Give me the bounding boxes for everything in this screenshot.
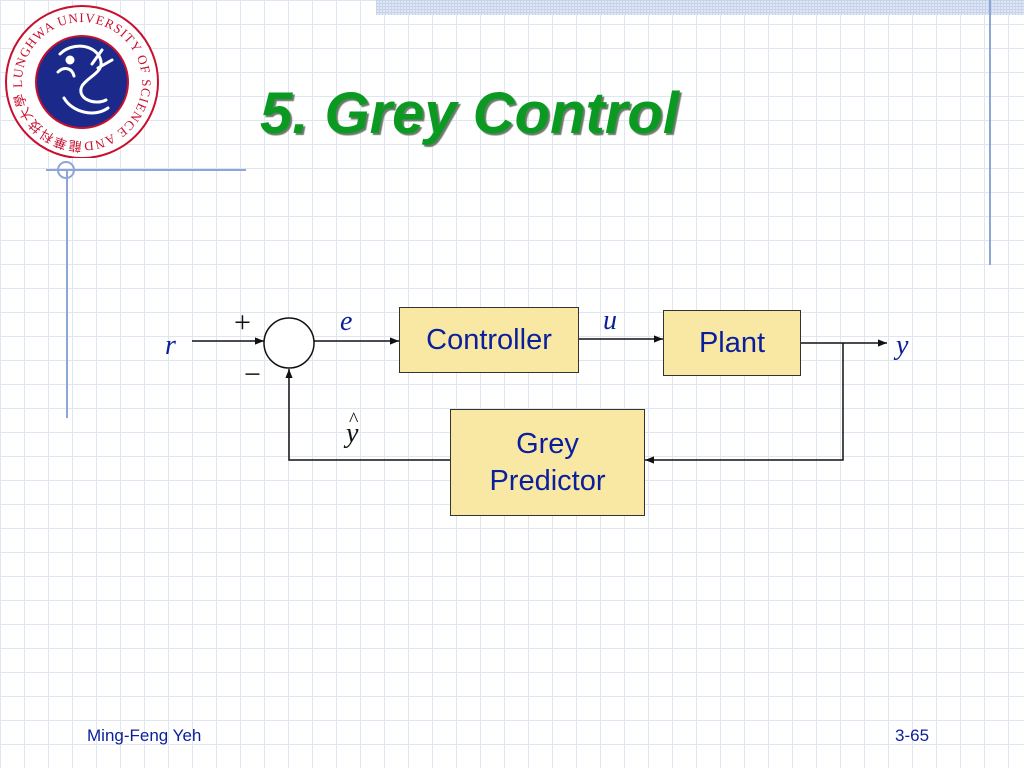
- controller-block: Controller: [399, 307, 579, 373]
- plant-label: Plant: [698, 326, 766, 359]
- grey-predictor-label: Grey Predictor: [489, 426, 605, 500]
- slide-title: 5. Grey Control: [260, 81, 679, 146]
- footer-author: Ming-Feng Yeh: [87, 726, 202, 745]
- footer-page-number: 3-65: [895, 726, 930, 745]
- top-band: [376, 0, 1024, 15]
- decorative-circle: [57, 161, 75, 179]
- junction-minus-sign: −: [244, 358, 261, 391]
- predicted-output-hat: ^: [349, 409, 359, 431]
- grey-predictor-line-1: Grey: [516, 427, 579, 460]
- predictor-feedback-line: [285, 369, 450, 461]
- predicted-output-label: y: [346, 418, 359, 449]
- control-signal-label: u: [603, 305, 617, 336]
- summing-junction: [263, 317, 315, 369]
- decorative-vertical-line: [66, 170, 68, 418]
- plant-block: Plant: [663, 310, 801, 376]
- output-feedback-line: [645, 343, 844, 464]
- output-signal-label: y: [896, 330, 909, 361]
- grey-predictor-line-2: Predictor: [489, 464, 606, 497]
- reference-signal-label: r: [165, 330, 176, 361]
- university-logo: 龍華科技大學 LUNGHWA UNIVERSITY OF SCIENCE AND…: [2, 2, 159, 158]
- decorative-right-line: [989, 0, 991, 265]
- grey-predictor-block: Grey Predictor: [450, 409, 645, 516]
- decorative-horizontal-line: [46, 169, 246, 171]
- junction-plus-sign: +: [234, 306, 251, 339]
- controller-label: Controller: [426, 323, 552, 356]
- dragon-emblem-icon: [56, 44, 114, 115]
- error-signal-label: e: [340, 306, 353, 337]
